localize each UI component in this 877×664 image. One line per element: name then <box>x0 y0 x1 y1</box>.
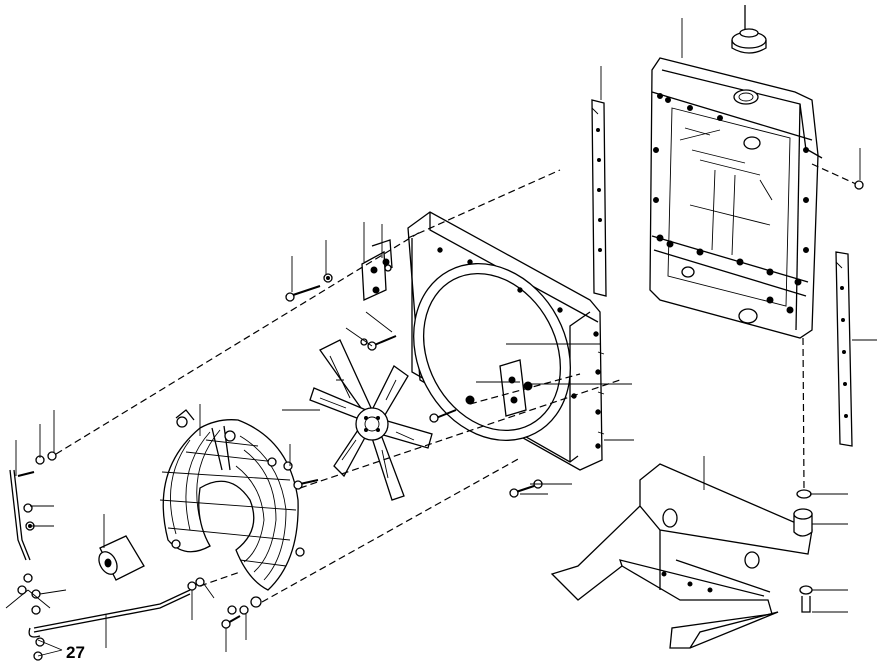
fan-guard <box>159 409 305 615</box>
linkage-rod <box>9 469 191 638</box>
rubber-mount <box>793 337 813 613</box>
fan-spacer <box>98 535 145 581</box>
right-seal-strip <box>835 251 853 447</box>
drain-bolt <box>811 163 864 190</box>
radiator-cap <box>731 5 767 54</box>
cooling-fan <box>309 339 433 501</box>
fan-shroud <box>407 211 605 471</box>
center-seal-strip <box>591 99 607 297</box>
support-bracket <box>550 463 813 649</box>
center-bracket <box>499 359 527 417</box>
fasteners <box>17 273 543 661</box>
alignment-lines <box>55 169 621 603</box>
radiator <box>649 57 823 339</box>
upper-bracket <box>361 239 393 301</box>
callout-label-27: 27 <box>66 643 85 662</box>
leader-lines <box>5 18 877 657</box>
